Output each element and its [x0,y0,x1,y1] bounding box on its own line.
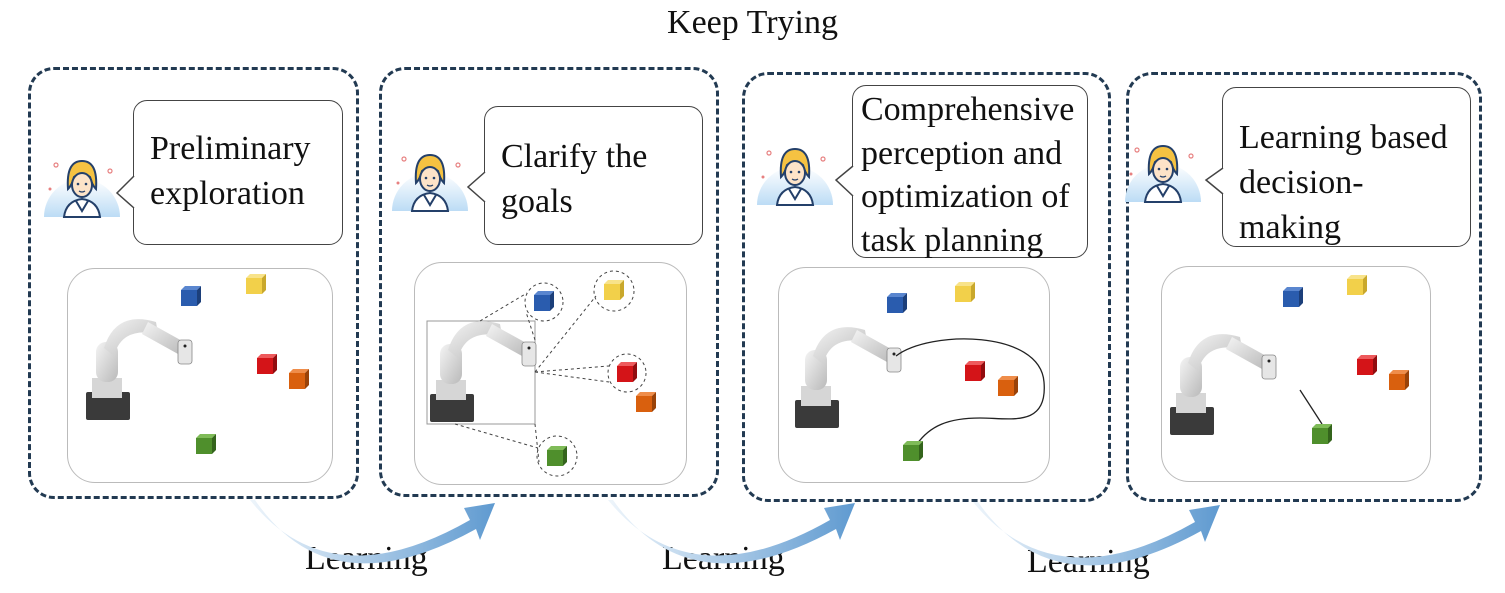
cube-green-icon-4 [1312,424,1332,444]
bubble-tail-4 [1204,167,1224,195]
engineer-avatar-icon-1 [43,160,121,218]
engineer-avatar-icon-2 [391,154,469,212]
cube-red-icon-2 [617,362,637,382]
engineer-avatar-icon-4 [1124,145,1202,203]
cube-yellow-icon-1 [246,274,266,294]
stage-panel-3 [742,72,1111,502]
bubble-text-4: Learning based decision-making [1239,119,1448,246]
cube-yellow-icon-4 [1347,275,1367,295]
cube-red-icon-3 [965,361,985,381]
cube-blue-icon-4 [1283,287,1303,307]
speech-bubble-4: Learning based decision-making [1222,87,1471,247]
learning-arrow-icon-3 [973,502,1220,566]
robot-arm-icon-1 [85,318,193,421]
cube-blue-icon-1 [181,286,201,306]
cube-blue-icon-2 [534,291,554,311]
bubble-text-2: Clarify the goals [501,138,648,220]
reach-line [1299,389,1323,425]
robot-arm-icon-2 [429,320,537,423]
bubble-text-1: Preliminary exploration [150,130,311,212]
cube-red-icon-1 [257,354,277,374]
cube-red-icon-4 [1357,355,1377,375]
robot-arm-icon-4 [1169,333,1277,436]
cube-orange-icon-1 [289,369,309,389]
cube-green-icon-1 [196,434,216,454]
bubble-tail-1 [115,175,135,209]
engineer-avatar-icon-3 [756,148,834,206]
stage-panel-4 [1126,72,1482,502]
stage-panel-2 [379,67,719,497]
cube-yellow-icon-2 [604,280,624,300]
cube-green-icon-3 [903,441,923,461]
cube-yellow-icon-3 [955,282,975,302]
speech-bubble-3: Comprehensive perception and optimizatio… [852,85,1088,259]
cube-orange-icon-3 [998,376,1018,396]
diagram-title: Keep Trying [667,4,838,41]
cube-orange-icon-2 [636,392,656,412]
stage-panel-1 [28,67,359,499]
speech-bubble-1: Preliminary exploration [133,100,343,245]
learning-arrow-icon-2 [608,500,855,564]
cube-orange-icon-4 [1389,370,1409,390]
robot-arm-icon-3 [794,326,902,429]
learning-arrow-icon-1 [250,500,495,564]
bubble-tail-2 [466,171,486,203]
cube-green-icon-2 [547,446,567,466]
bubble-text-3: Comprehensive perception and optimizatio… [861,91,1075,259]
planned-path-line [895,338,1045,445]
cube-blue-icon-3 [887,293,907,313]
bubble-tail-3 [834,165,854,197]
goal-links [454,270,647,477]
